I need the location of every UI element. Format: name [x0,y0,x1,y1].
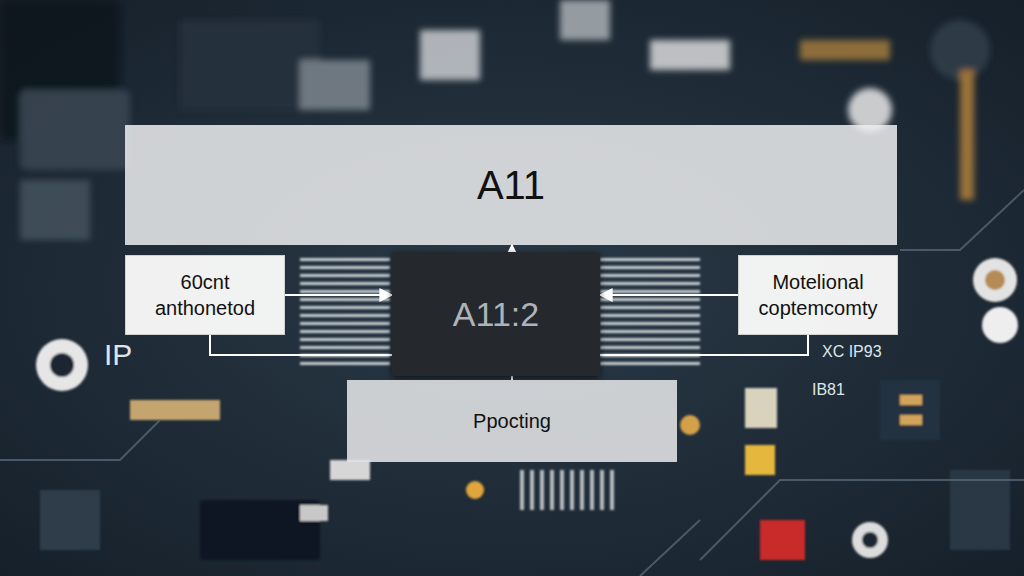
side-box: 60cnt anthonetod [125,255,285,335]
connector [600,294,738,296]
node-text: Ppocting [473,408,551,434]
node-text: A11:2 [453,292,539,336]
board-marking: XC IP93 [822,343,882,361]
chip: A11:2 [392,252,600,376]
title-band: A11 [125,125,897,245]
process-box: Ppocting [347,380,677,462]
node-text: 60cnt anthonetod [134,269,276,321]
board-marking: IB81 [812,381,845,399]
connector [285,294,392,296]
board-marking: IP [104,338,132,372]
node-text: A11 [477,159,545,211]
side-box: Motelional coptemcomty [738,255,898,335]
node-text: Motelional coptemcomty [747,269,889,321]
